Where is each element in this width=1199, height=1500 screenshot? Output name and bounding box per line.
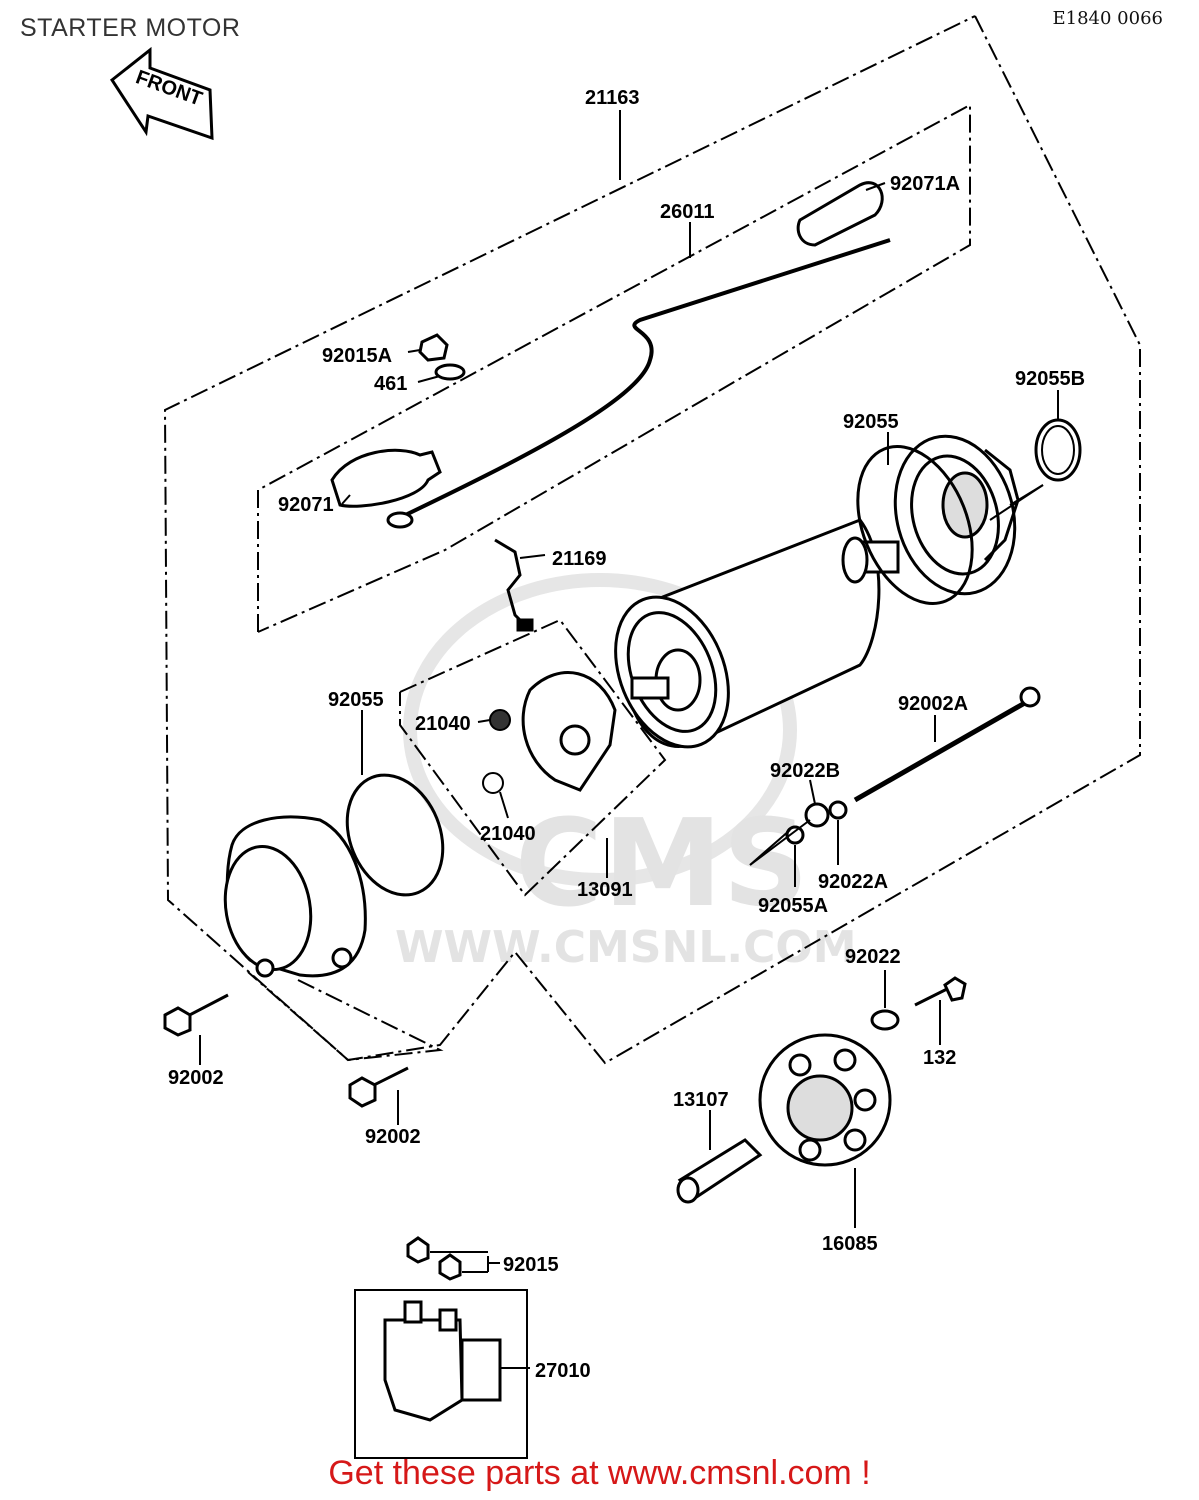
rear-end-cover <box>893 434 1020 596</box>
part-label-92002a: 92002A <box>898 693 968 715</box>
terminal-cap-upper <box>796 181 884 247</box>
diagram-code: E1840 0066 <box>1052 8 1163 29</box>
starter-motor-body <box>614 518 900 749</box>
part-label-92055-left: 92055 <box>328 689 384 711</box>
washer-92055a <box>785 825 805 845</box>
bolt-92002-a <box>163 993 229 1037</box>
part-label-92022b: 92022B <box>770 760 840 782</box>
part-label-21163: 21163 <box>585 87 640 109</box>
part-label-92055a: 92055A <box>758 895 828 917</box>
assembly-outline <box>163 15 1141 1065</box>
relay-box-outline <box>354 1289 528 1459</box>
lead-wire <box>394 238 891 522</box>
watermark: CMS WWW.CMSNL.COM <box>395 573 857 973</box>
brush-spring-upper <box>489 709 511 731</box>
gear-16085 <box>758 1033 892 1167</box>
part-label-92071a: 92071A <box>890 173 960 195</box>
washer-92022 <box>870 1009 900 1031</box>
part-label-92002-a: 92002 <box>168 1067 224 1089</box>
part-label-92071: 92071 <box>278 494 334 516</box>
part-label-92015: 92015 <box>503 1254 559 1276</box>
nut-92015-1 <box>406 1236 430 1264</box>
watermark-url: WWW.CMSNL.COM <box>395 922 857 973</box>
part-label-21169: 21169 <box>552 548 607 570</box>
page-title: STARTER MOTOR <box>20 14 241 42</box>
nut-92015a <box>418 333 449 362</box>
part-label-16085: 16085 <box>822 1233 878 1255</box>
front-cover <box>223 815 367 978</box>
part-labels: 21163 26011 92071A 92015A 461 92055B 920… <box>168 87 1085 1382</box>
part-label-461: 461 <box>374 373 407 395</box>
part-label-27010: 27010 <box>535 1360 591 1382</box>
washer-92022b <box>804 802 830 828</box>
long-bolt-head <box>1019 686 1041 708</box>
part-label-92022a: 92022A <box>818 871 888 893</box>
part-label-21040-b: 21040 <box>480 823 536 845</box>
o-ring-left <box>345 773 445 897</box>
brush-spring-lower <box>482 772 504 794</box>
terminal-cap-lower <box>330 448 442 508</box>
brush-lead <box>494 538 534 632</box>
long-bolt <box>853 697 1032 803</box>
o-ring-top <box>856 445 974 605</box>
nut-92015-2 <box>438 1253 462 1281</box>
part-label-13091: 13091 <box>577 879 633 901</box>
part-label-132: 132 <box>923 1047 956 1069</box>
washer-461 <box>434 363 466 381</box>
footer-link[interactable]: Get these parts at www.cmsnl.com ! <box>328 1454 871 1492</box>
part-label-92055-top: 92055 <box>843 411 899 433</box>
bolt-132 <box>914 976 967 1007</box>
washer-92022a <box>828 800 848 820</box>
part-label-92002-b: 92002 <box>365 1126 421 1148</box>
leader-lines <box>199 110 1059 1369</box>
brush-plate <box>521 671 617 792</box>
part-label-13107: 13107 <box>673 1089 729 1111</box>
watermark-brand: CMS <box>515 795 809 934</box>
shaft-13107 <box>676 1138 763 1204</box>
front-arrow: FRONT <box>109 46 214 141</box>
part-label-92055b: 92055B <box>1015 368 1085 390</box>
terminal-ring <box>386 511 414 529</box>
o-ring-92055b-inner <box>1041 425 1075 475</box>
starter-relay <box>383 1300 502 1422</box>
part-label-21040-a: 21040 <box>415 713 471 735</box>
part-label-26011: 26011 <box>660 201 715 223</box>
bolt-92002-b <box>348 1066 409 1108</box>
part-label-92022: 92022 <box>845 946 901 968</box>
part-label-92015a: 92015A <box>322 345 392 367</box>
